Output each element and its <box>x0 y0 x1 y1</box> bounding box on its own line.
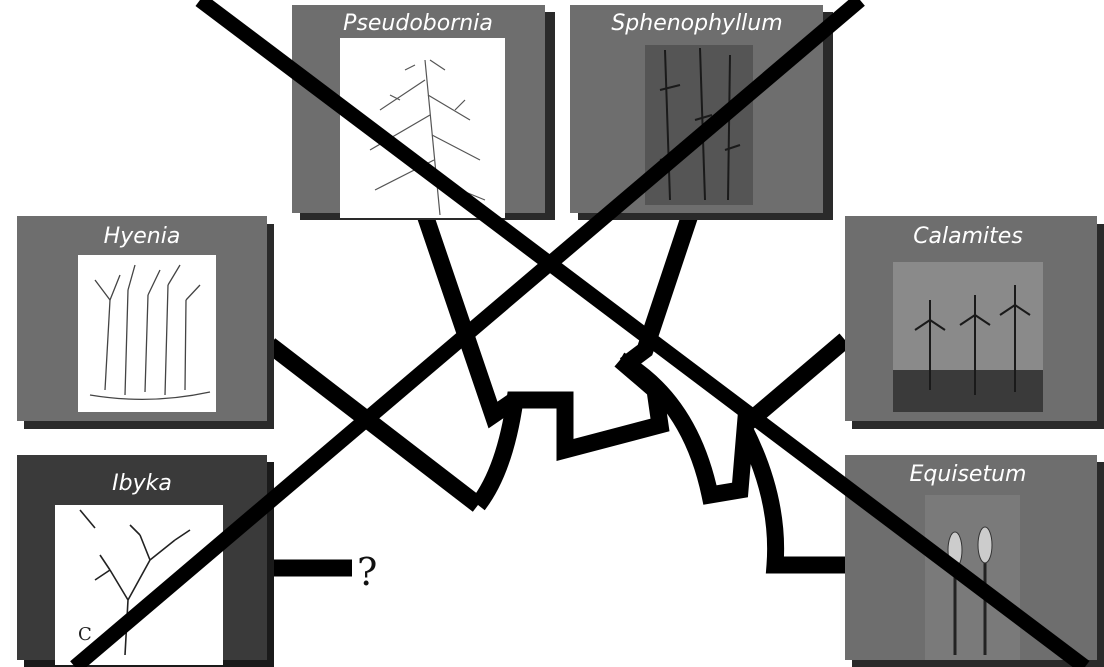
panel-pseudobornia: Pseudobornia <box>292 5 555 220</box>
calamites-connector <box>745 340 845 425</box>
panel-title-ibyka: Ibyka <box>112 471 172 496</box>
left-gear-outline <box>478 360 660 505</box>
panel-title-equisetum: Equisetum <box>910 462 1027 487</box>
panel-title-sphenophyllum: Sphenophyllum <box>611 11 782 36</box>
panel-equisetum: Equisetum <box>845 455 1104 667</box>
panel-title-calamites: Calamites <box>913 224 1023 249</box>
panel-sphenophyllum: Sphenophyllum <box>570 5 833 220</box>
panel-title-pseudobornia: Pseudobornia <box>343 11 493 36</box>
uncertain-link-mark: ? <box>357 550 377 594</box>
panel-hyenia: Hyenia <box>17 216 274 429</box>
panel-calamites: Calamites <box>845 216 1104 429</box>
sphenophyllum-image <box>645 45 753 205</box>
panel-ibyka: Ibyka C <box>17 455 274 667</box>
pseudobornia-connector <box>425 215 515 415</box>
figure-letter-c: C <box>78 624 92 645</box>
panel-title-hyenia: Hyenia <box>104 224 181 249</box>
